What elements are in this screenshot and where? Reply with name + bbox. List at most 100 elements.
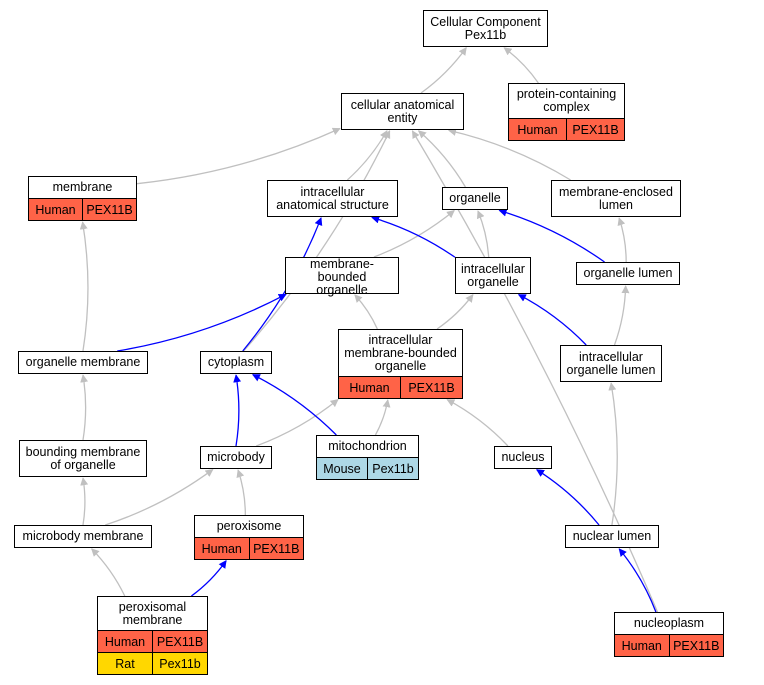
edge-peroxisomal-membrane-to-microbody-membrane (91, 548, 126, 597)
edge-nuclear-lumen-to-intracellular-organelle-lumen (608, 382, 618, 526)
edge-intracellular-membrane-bounded-organelle-to-intracellular-organelle (436, 294, 474, 330)
edge-intracellular-organelle-lumen-to-intracellular-organelle (517, 294, 587, 346)
species-cell: Rat (115, 656, 135, 671)
edge-bounding-membrane-of-organelle-to-organelle-membrane (80, 374, 89, 441)
node-organelle[interactable]: organelle (442, 187, 508, 210)
edge-mitochondrion-to-cytoplasm (252, 374, 337, 436)
edge-nucleoplasm-to-nuclear-lumen (618, 548, 657, 613)
node-title: organelle lumen (583, 266, 673, 280)
edge-protein-containing-complex-to-cellular-component (503, 47, 539, 84)
gene-cell: Pex11b (152, 653, 207, 674)
node-title: membrane-bounded organelle (310, 257, 374, 297)
node-title: nucleus (501, 450, 545, 464)
species-cell: Mouse (323, 461, 361, 476)
edge-organelle-lumen-to-organelle (498, 208, 605, 263)
species-cell: Human (517, 122, 558, 137)
node-bounding-membrane-of-organelle[interactable]: bounding membrane of organelle (19, 440, 147, 477)
edge-intracellular-organelle-lumen-to-organelle-lumen (613, 285, 630, 346)
node-title: cytoplasm (207, 355, 265, 369)
annotation-row: Human PEX11B (509, 118, 624, 140)
edge-membrane-enclosed-lumen-to-cellular-anatomical-entity (448, 128, 571, 181)
node-title: peroxisomal membrane (118, 599, 187, 627)
node-title: intracellular anatomical structure (276, 184, 389, 212)
edge-intracellular-organelle-to-organelle (476, 210, 490, 258)
annotation-row: Human PEX11B (615, 634, 723, 656)
edge-nucleus-to-intracellular-membrane-bounded-organelle (446, 399, 509, 447)
species-cell: Human (349, 380, 390, 395)
node-cellular-component[interactable]: Cellular Component Pex11b (423, 10, 548, 47)
node-cellular-anatomical-entity[interactable]: cellular anatomical entity (341, 93, 464, 130)
species-cell: Human (104, 634, 146, 649)
node-nuclear-lumen[interactable]: nuclear lumen (565, 525, 659, 548)
node-title: intracellular membrane-bounded organelle (344, 332, 457, 373)
annotation-row: Human PEX11B (339, 376, 462, 398)
node-title: intracellular organelle lumen (566, 349, 656, 377)
node-title: peroxisome (216, 519, 282, 533)
gene-cell: PEX11B (82, 199, 136, 220)
node-title: cellular anatomical entity (350, 97, 455, 125)
node-microbody-membrane[interactable]: microbody membrane (14, 525, 152, 548)
edge-cytoplasm-to-cellular-anatomical-entity (243, 130, 391, 352)
annotation-row: Mouse Pex11b (317, 457, 418, 479)
gene-cell: PEX11B (566, 119, 624, 140)
edge-intracellular-organelle-to-intracellular-anatomical-structure (371, 215, 456, 258)
node-organelle-membrane[interactable]: organelle membrane (18, 351, 148, 374)
node-membrane-bounded-organelle[interactable]: membrane-bounded organelle (285, 257, 399, 297)
node-microbody[interactable]: microbody (200, 446, 272, 469)
edge-membrane-bounded-organelle-to-organelle (373, 209, 455, 258)
node-intracellular-organelle[interactable]: intracellular organelle (455, 257, 531, 294)
species-cell: Human (621, 638, 662, 653)
edge-organelle-lumen-to-membrane-enclosed-lumen (617, 217, 627, 263)
node-title: membrane-enclosed lumen (559, 184, 673, 212)
species-cell: Human (35, 202, 76, 217)
node-intracellular-membrane-bounded-organelle[interactable]: intracellular membrane-bounded organelle… (338, 329, 463, 399)
node-title: Cellular Component Pex11b (430, 14, 541, 42)
edge-membrane-to-cellular-anatomical-entity (136, 127, 341, 185)
node-title: microbody membrane (22, 529, 144, 543)
edge-organelle-to-cellular-anatomical-entity (417, 130, 466, 188)
node-title: bounding membrane of organelle (25, 444, 141, 472)
node-intracellular-organelle-lumen[interactable]: intracellular organelle lumen (560, 345, 662, 382)
node-title: organelle membrane (25, 355, 141, 369)
edge-intracellular-anatomical-structure-to-cellular-anatomical-entity (346, 130, 388, 181)
edge-peroxisome-to-microbody (236, 469, 246, 516)
edge-cellular-anatomical-entity-to-cellular-component (420, 47, 467, 94)
node-title: microbody (207, 450, 265, 464)
edge-microbody-to-intracellular-membrane-bounded-organelle (256, 398, 339, 447)
annotation-row: Human PEX11B (29, 198, 136, 220)
node-title: intracellular organelle (461, 261, 525, 289)
node-cytoplasm[interactable]: cytoplasm (200, 351, 272, 374)
gene-cell: Pex11b (367, 458, 418, 479)
node-nucleus[interactable]: nucleus (494, 446, 552, 469)
node-membrane-enclosed-lumen[interactable]: membrane-enclosed lumen (551, 180, 681, 217)
node-title: membrane (52, 180, 113, 194)
gene-cell: PEX11B (400, 377, 462, 398)
node-organelle-lumen[interactable]: organelle lumen (576, 262, 680, 285)
gene-cell: PEX11B (668, 635, 724, 656)
node-title: organelle (449, 191, 501, 205)
edge-mitochondrion-to-intracellular-membrane-bounded-organelle (374, 399, 391, 436)
annotation-row: Rat Pex11b (98, 652, 207, 674)
node-intracellular-anatomical-structure[interactable]: intracellular anatomical structure (267, 180, 398, 217)
species-cell: Human (201, 541, 242, 556)
node-title: nucleoplasm (633, 616, 705, 630)
annotation-row: Human PEX11B (98, 630, 207, 652)
node-title: nuclear lumen (572, 529, 652, 543)
edge-microbody-to-cytoplasm (233, 374, 242, 447)
edge-organelle-membrane-to-membrane (79, 221, 89, 352)
edge-peroxisomal-membrane-to-peroxisome (191, 560, 227, 597)
edge-intracellular-membrane-bounded-organelle-to-membrane-bounded-organelle (354, 294, 378, 330)
edge-nuclear-lumen-to-nucleus (536, 469, 600, 526)
edge-organelle-membrane-to-membrane-bounded-organelle (117, 293, 287, 352)
gene-cell: PEX11B (152, 631, 207, 652)
node-title: protein-containing complex (516, 87, 617, 114)
node-title: mitochondrion (328, 439, 407, 453)
